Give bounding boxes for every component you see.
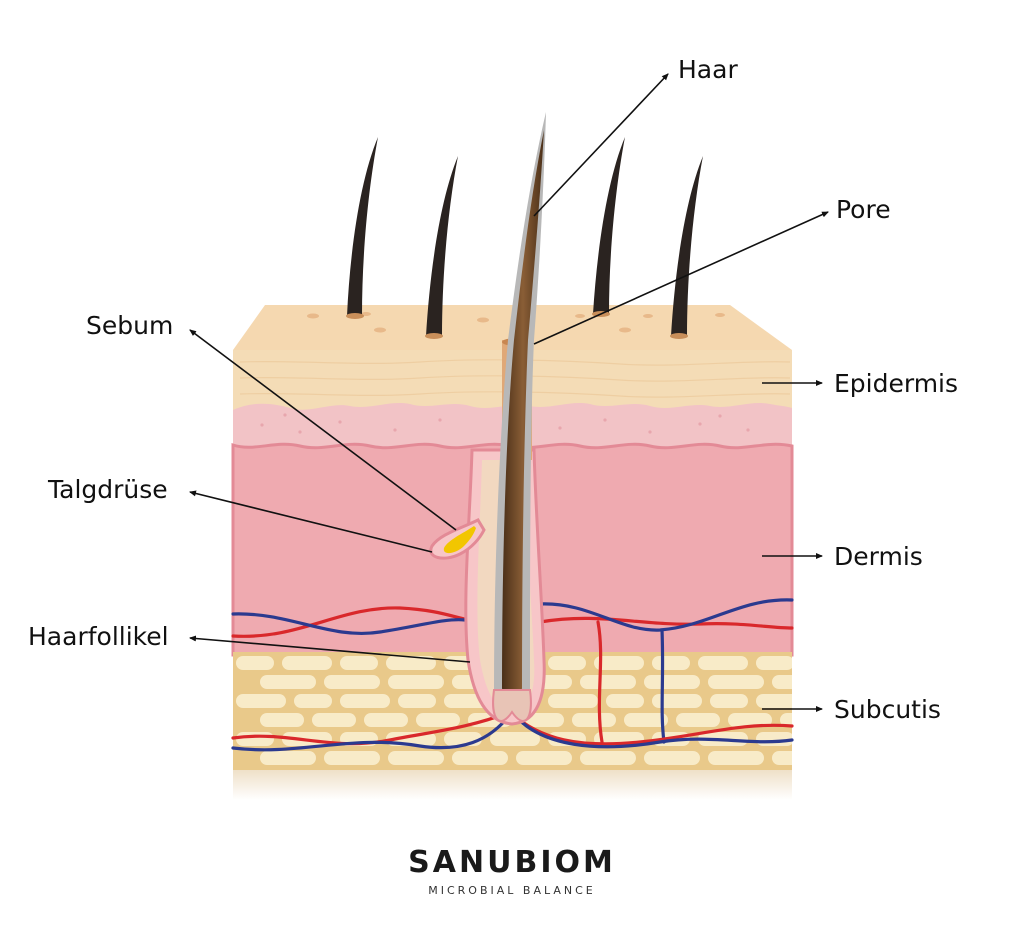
- fat-cell: [780, 713, 792, 727]
- fat-cell: [644, 751, 700, 765]
- fat-cell: [594, 656, 644, 670]
- sebaceous-gland: [429, 518, 486, 560]
- fat-cell: [236, 732, 274, 746]
- fat-cell: [490, 732, 540, 746]
- sebum-droplet: [443, 526, 476, 554]
- leader-talgdruese: [189, 490, 433, 553]
- fat-cell: [652, 694, 702, 708]
- fat-cell: [364, 713, 408, 727]
- fat-cell: [624, 713, 668, 727]
- fat-cell: [580, 675, 636, 689]
- vein-vertical: [660, 628, 666, 744]
- label-haar: Haar: [678, 55, 738, 84]
- fat-cell: [606, 694, 644, 708]
- leader-sebum: [189, 329, 457, 531]
- leader-haar: [533, 73, 669, 217]
- fat-cell: [580, 751, 636, 765]
- fat-cell: [416, 713, 460, 727]
- fat-cell: [698, 656, 748, 670]
- label-pore: Pore: [836, 195, 891, 224]
- fat-cell: [340, 694, 390, 708]
- fat-cell: [772, 751, 792, 765]
- fat-cell: [294, 694, 332, 708]
- vein-dermis: [231, 598, 794, 635]
- fat-cell: [644, 675, 700, 689]
- fat-cell: [282, 656, 332, 670]
- fat-cell: [324, 675, 380, 689]
- fat-cell: [756, 694, 792, 708]
- fat-cell: [652, 656, 690, 670]
- fat-cell: [728, 713, 772, 727]
- fat-cell: [708, 751, 764, 765]
- label-epidermis: Epidermis: [834, 369, 958, 398]
- fat-cell: [516, 751, 572, 765]
- label-talgdruese: Talgdrüse: [47, 475, 168, 504]
- hair-1: [347, 137, 378, 316]
- fat-cell: [398, 694, 436, 708]
- fat-cell: [388, 675, 444, 689]
- papillary-dots: [260, 413, 750, 434]
- fat-cell: [260, 713, 304, 727]
- leader-pore: [533, 211, 829, 345]
- fat-cell: [386, 656, 436, 670]
- artery-vertical: [596, 620, 604, 744]
- hair-3: [593, 137, 625, 314]
- label-haarfollikel: Haarfollikel: [28, 622, 169, 651]
- fat-cell: [340, 656, 378, 670]
- label-dermis: Dermis: [834, 542, 923, 571]
- leader-lines: [189, 73, 829, 712]
- fat-cell: [708, 675, 764, 689]
- label-subcutis: Subcutis: [834, 695, 941, 724]
- fat-cell: [388, 751, 444, 765]
- fat-cell: [452, 751, 508, 765]
- hair-bulb: [492, 689, 532, 722]
- fat-cell: [676, 713, 720, 727]
- fat-cell: [548, 656, 586, 670]
- skin-pores: [307, 312, 725, 333]
- fat-cell: [548, 694, 598, 708]
- hair-4: [671, 156, 703, 336]
- main-hair: [492, 112, 546, 722]
- bottom-fade: [233, 770, 792, 800]
- leader-haarfollikel: [189, 635, 471, 663]
- brand-tagline: MICROBIAL BALANCE: [428, 884, 596, 897]
- fat-cell: [312, 713, 356, 727]
- label-sebum: Sebum: [86, 311, 173, 340]
- fat-cell: [572, 713, 616, 727]
- brand-name: SANUBIOM: [408, 845, 616, 880]
- fat-cell: [710, 694, 748, 708]
- hair-2: [426, 156, 458, 336]
- surface-hairs: [347, 137, 703, 336]
- fat-cell: [772, 675, 792, 689]
- fat-cell: [260, 751, 316, 765]
- fat-cell: [324, 751, 380, 765]
- fat-cell: [236, 694, 286, 708]
- fat-cell: [236, 656, 274, 670]
- fat-cell: [260, 675, 316, 689]
- fat-cell: [756, 656, 792, 670]
